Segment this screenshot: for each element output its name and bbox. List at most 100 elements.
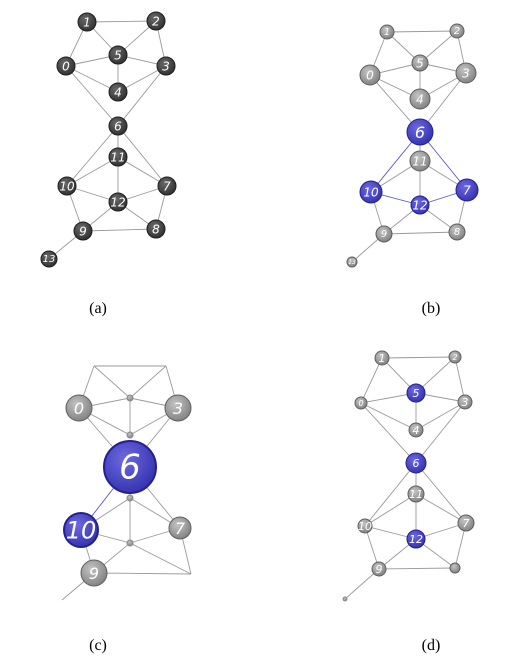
caption-a: (a) xyxy=(89,300,107,317)
node-label-a-7: 7 xyxy=(163,180,171,194)
node-b-8 xyxy=(448,223,466,241)
node-c-10 xyxy=(63,512,99,548)
node-d-12 xyxy=(406,529,426,549)
node-d-4 xyxy=(408,422,424,438)
node-d-2 xyxy=(448,350,462,364)
node-label-b-1: 1 xyxy=(384,27,390,38)
node-a-0 xyxy=(56,56,76,76)
edge-d-9-8 xyxy=(378,567,456,570)
edge-c-9-b1 xyxy=(93,572,192,575)
node-label-d-10: 10 xyxy=(358,520,372,533)
node-label-d-4: 4 xyxy=(413,424,420,437)
node-label-a-8: 8 xyxy=(152,223,160,237)
node-a-5 xyxy=(108,45,128,65)
edge-a-11-10 xyxy=(66,156,119,187)
node-label-d-6: 6 xyxy=(413,457,420,470)
node-c-d4 xyxy=(126,539,134,547)
node-label-a-3: 3 xyxy=(162,60,170,74)
node-label-d-7: 7 xyxy=(463,517,470,530)
node-b-12 xyxy=(410,195,430,215)
node-label-b-6: 6 xyxy=(415,123,425,142)
node-c-7 xyxy=(168,516,192,540)
node-label-b-8: 8 xyxy=(454,227,460,238)
node-label-c-6: 6 xyxy=(119,448,141,488)
node-label-a-6: 6 xyxy=(114,120,122,134)
edge-a-6-10 xyxy=(66,125,119,187)
node-c-3 xyxy=(164,394,192,422)
node-label-b-7: 7 xyxy=(463,184,471,198)
node-c-d3 xyxy=(126,494,134,502)
node-a-6 xyxy=(108,116,128,136)
node-a-3 xyxy=(156,56,176,76)
node-label-b-11: 11 xyxy=(412,155,427,169)
node-a-7 xyxy=(157,176,177,196)
node-b-9 xyxy=(375,225,393,243)
node-b-4 xyxy=(409,88,431,110)
node-c-d2 xyxy=(126,431,134,439)
edge-a-0-6 xyxy=(65,65,119,127)
node-label-b-12: 12 xyxy=(412,199,427,213)
node-label-a-1: 1 xyxy=(83,16,91,30)
edge-a-1-2 xyxy=(86,20,157,23)
node-label-a-11: 11 xyxy=(110,151,125,165)
edge-d-3-6 xyxy=(415,401,466,464)
node-b-0 xyxy=(359,64,381,86)
node-a-11 xyxy=(108,147,128,167)
caption-c: (c) xyxy=(89,637,107,654)
node-label-b-5: 5 xyxy=(416,57,424,71)
node-a-12 xyxy=(108,192,128,212)
node-label-b-13: 13 xyxy=(348,259,356,266)
node-label-d-1: 1 xyxy=(379,352,386,365)
node-d-11 xyxy=(407,485,425,503)
node-b-5 xyxy=(411,54,429,72)
edge-d-6-7 xyxy=(415,462,467,524)
node-label-b-3: 3 xyxy=(462,67,470,81)
node-d-7 xyxy=(457,514,475,532)
edge-c-d4-b1 xyxy=(129,542,192,575)
node-b-11 xyxy=(409,150,431,172)
node-label-a-10: 10 xyxy=(59,180,75,194)
node-label-a-9: 9 xyxy=(79,225,87,239)
edge-a-6-7 xyxy=(117,125,168,187)
caption-b: (b) xyxy=(422,300,441,317)
caption-d: (d) xyxy=(422,637,441,654)
edge-a-0-4 xyxy=(65,65,119,93)
node-d-5 xyxy=(406,383,426,403)
node-d-1 xyxy=(374,350,390,366)
node-label-a-2: 2 xyxy=(152,15,160,29)
node-label-d-5: 5 xyxy=(413,387,420,400)
node-a-8 xyxy=(146,219,166,239)
edge-d-4-3 xyxy=(415,401,466,431)
edge-d-0-6 xyxy=(360,402,417,464)
edge-d-11-7 xyxy=(415,493,467,524)
node-label-b-2: 2 xyxy=(454,26,460,37)
edge-c-t2-d1 xyxy=(129,365,167,399)
node-label-a-4: 4 xyxy=(114,86,122,100)
node-label-d-12: 12 xyxy=(409,533,423,546)
node-b-7 xyxy=(455,178,479,202)
node-label-a-13: 13 xyxy=(43,254,56,265)
edge-a-3-6 xyxy=(117,65,167,127)
node-d-3 xyxy=(457,394,473,410)
node-a-4 xyxy=(108,82,128,102)
node-label-c-7: 7 xyxy=(175,519,186,538)
node-b-13 xyxy=(346,256,358,268)
node-d-6 xyxy=(405,452,427,474)
node-label-a-0: 0 xyxy=(62,60,70,74)
node-c-6 xyxy=(103,440,157,494)
node-c-d1 xyxy=(126,394,134,402)
node-a-1 xyxy=(77,12,97,32)
edge-d-9-13 xyxy=(344,568,380,600)
node-c-0 xyxy=(65,394,93,422)
node-d-13 xyxy=(342,596,348,602)
node-label-d-0: 0 xyxy=(358,399,363,408)
node-a-2 xyxy=(146,11,166,31)
node-label-d-9: 9 xyxy=(376,563,383,576)
node-label-d-11: 11 xyxy=(409,488,423,501)
node-label-b-10: 10 xyxy=(363,186,379,200)
node-label-c-9: 9 xyxy=(89,564,99,583)
edge-a-9-8 xyxy=(82,228,157,232)
